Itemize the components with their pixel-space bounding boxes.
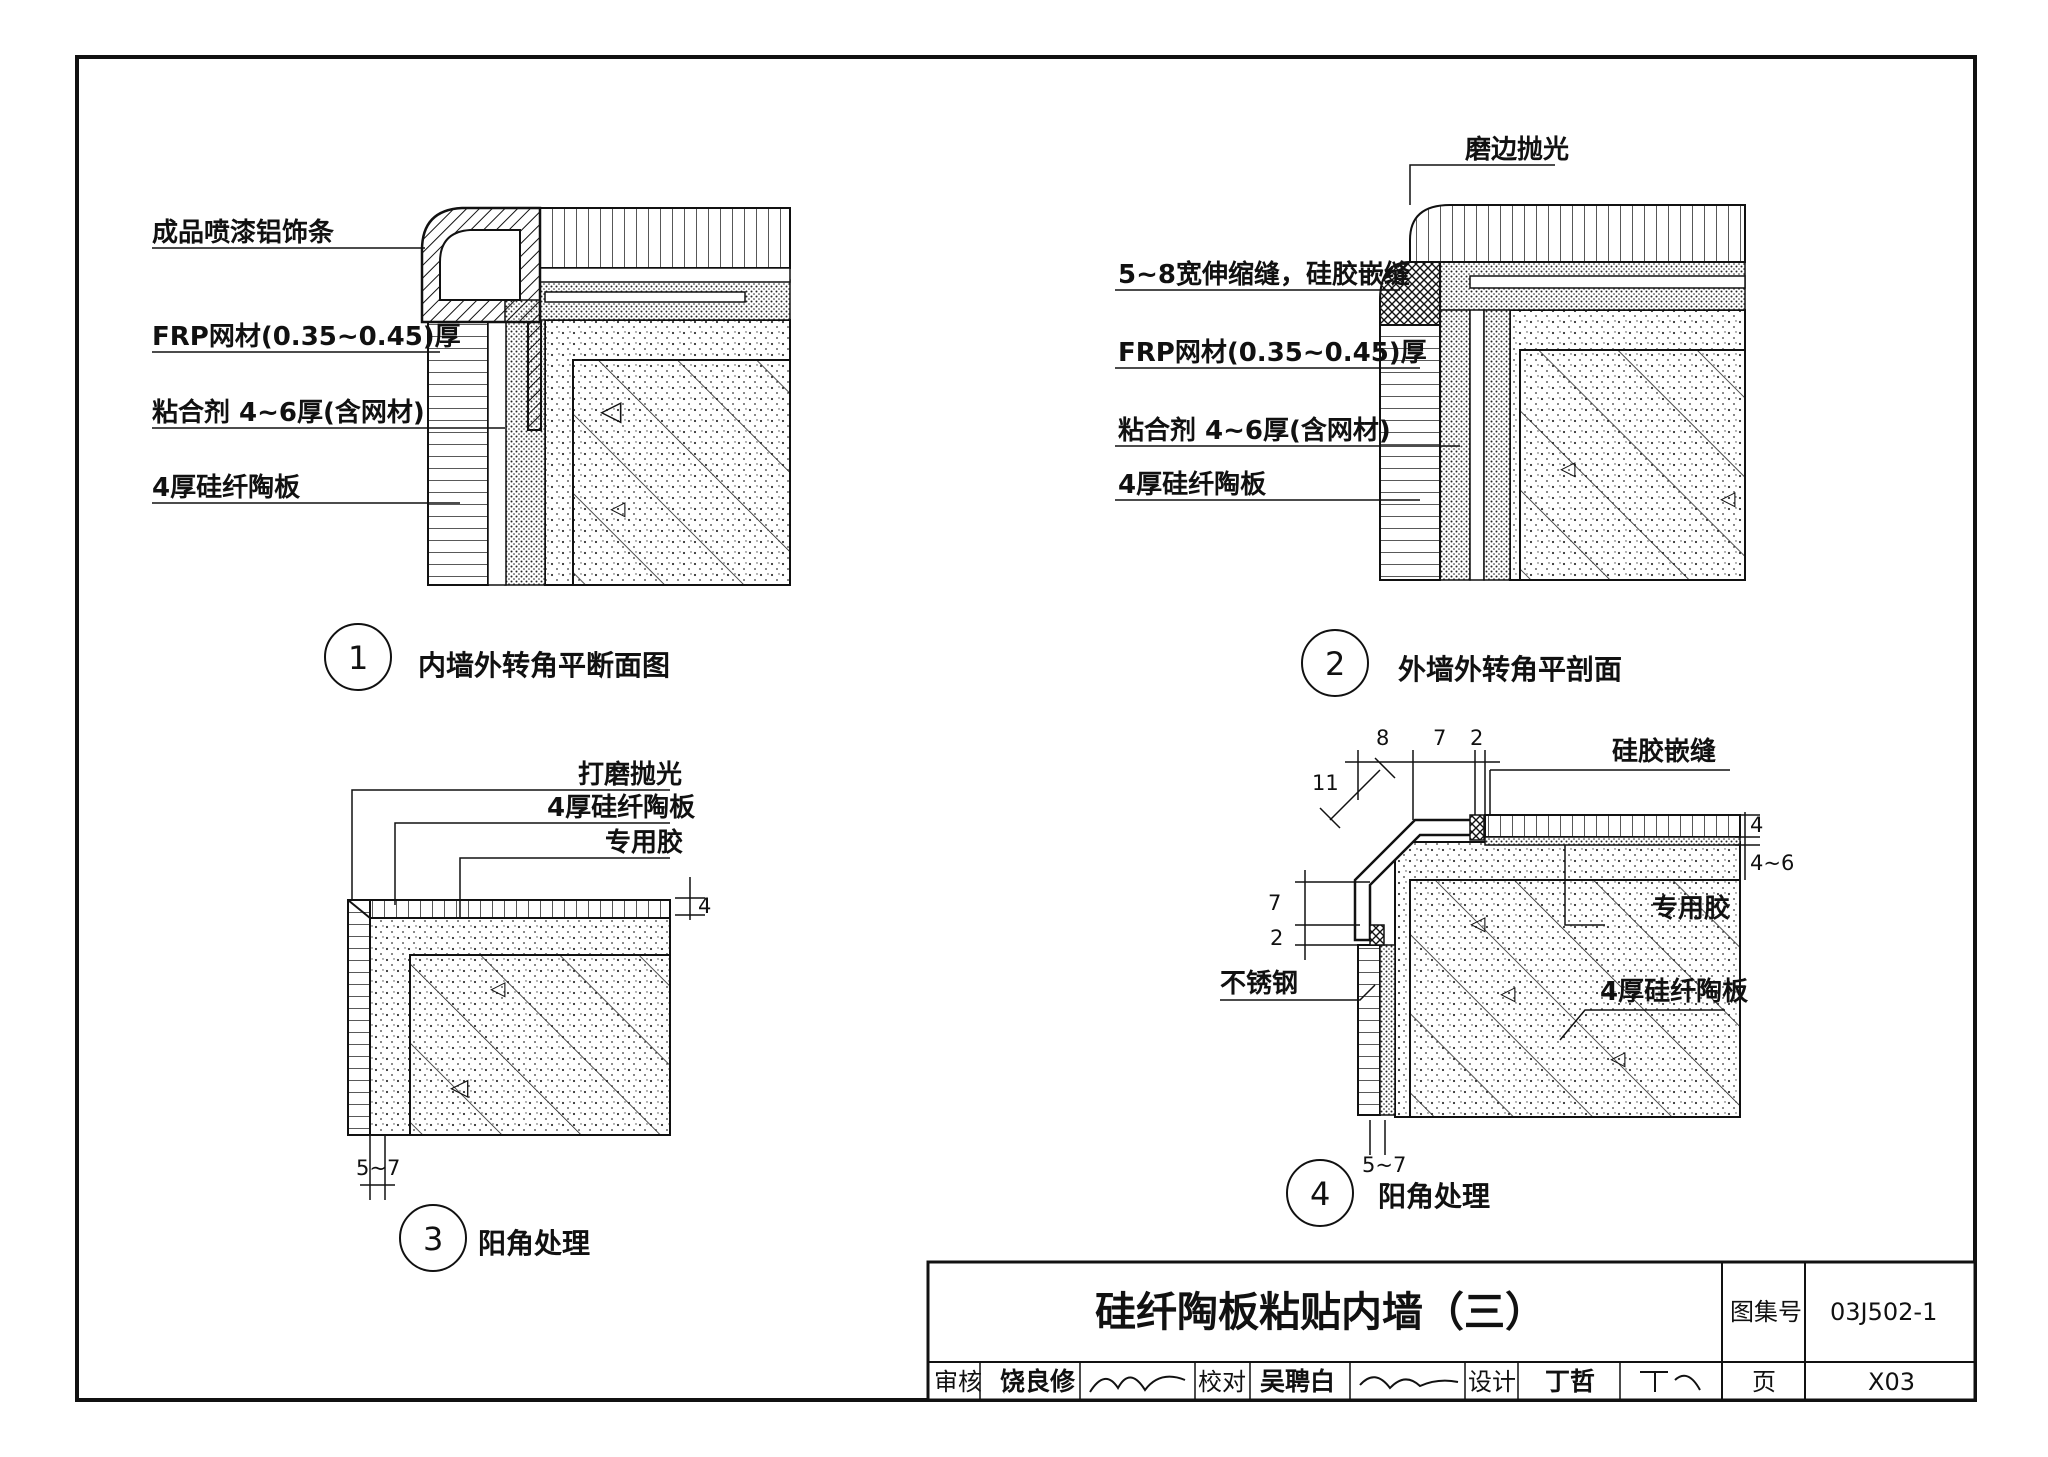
- d2-label-adhesive: 粘合剂 4~6厚(含网材): [1118, 415, 1391, 446]
- svg-text:◁: ◁: [600, 394, 622, 427]
- d4-label-sealant: 硅胶嵌缝: [1612, 736, 1716, 767]
- d1-number-circle: [324, 623, 392, 691]
- d2-label-tile: 4厚硅纤陶板: [1118, 470, 1266, 500]
- detail-4-drawing: ◁ ◁ ◁: [1353, 814, 1741, 1118]
- detail-2: ◁ ◁ 磨边抛光 5~8宽伸缩缝，硅胶嵌缝 FRP网材(0.35~0.45)厚 …: [1115, 135, 1746, 697]
- d4-caption: 阳角处理: [1378, 1180, 1490, 1213]
- review-label: 审核: [934, 1368, 982, 1396]
- detail-1-drawing: ◁ ◁: [420, 206, 791, 586]
- d4-dim-4: 4: [1750, 813, 1763, 837]
- designer-name: 丁哲: [1545, 1367, 1595, 1396]
- d2-caption: 外墙外转角平剖面: [1398, 653, 1622, 686]
- d3-label-polish: 打磨抛光: [578, 760, 682, 790]
- detail-2-drawing: ◁ ◁: [1379, 204, 1746, 581]
- atlas-label: 图集号: [1730, 1298, 1802, 1326]
- d4-dim-5-7: 5~7: [1362, 1153, 1406, 1177]
- d3-dim-5-7: 5~7: [356, 1156, 400, 1180]
- d4-dim-8: 8: [1376, 726, 1389, 750]
- svg-text:◁: ◁: [1559, 456, 1576, 480]
- drawing-title: 硅纤陶板粘贴内墙（三）: [1095, 1288, 1546, 1336]
- detail-1-leaders: [152, 247, 505, 504]
- check-label: 校对: [1198, 1368, 1246, 1396]
- d2-label-joint: 5~8宽伸缩缝，硅胶嵌缝: [1118, 259, 1410, 290]
- d2-number-circle: [1301, 629, 1369, 697]
- d4-number-circle: [1286, 1159, 1354, 1227]
- d4-label-glue: 专用胶: [1652, 893, 1730, 924]
- d4-dim-7a: 7: [1433, 726, 1446, 750]
- d4-label-steel: 不锈钢: [1220, 969, 1298, 999]
- detail-3-leaders: [351, 789, 705, 1200]
- svg-text:◁: ◁: [1719, 486, 1736, 510]
- svg-text:◁: ◁: [450, 1073, 469, 1101]
- d4-number: 4: [1310, 1175, 1330, 1213]
- checker-signature: [1359, 1376, 1459, 1390]
- d3-dim-4: 4: [698, 894, 711, 918]
- detail-4: ◁ ◁ ◁ 8: [1220, 726, 1794, 1227]
- designer-signature: [1640, 1371, 1701, 1392]
- d4-dim-7b: 7: [1268, 891, 1281, 915]
- page-number: X03: [1868, 1368, 1915, 1396]
- d1-label-adhesive: 粘合剂 4~6厚(含网材): [152, 397, 425, 428]
- detail-1: ◁ ◁ 成品喷漆铝饰条 FRP网材(0.35~0.45)厚 粘合剂 4~6厚(含…: [152, 206, 791, 691]
- d3-label-glue: 专用胶: [605, 827, 683, 858]
- svg-text:◁: ◁: [1609, 1046, 1626, 1070]
- atlas-number: 03J502-1: [1830, 1298, 1937, 1326]
- d4-label-tile: 4厚硅纤陶板: [1600, 977, 1748, 1007]
- d2-number: 2: [1325, 645, 1345, 683]
- d4-dim-4-6: 4~6: [1750, 851, 1794, 875]
- d4-dim-2b: 2: [1270, 926, 1283, 950]
- title-block: 硅纤陶板粘贴内墙（三） 图集号 03J502-1 审核 饶良修 校对 吴聘白 设…: [926, 1260, 1977, 1402]
- d3-number-circle: [399, 1204, 467, 1272]
- checker-name: 吴聘白: [1260, 1367, 1335, 1396]
- svg-text:◁: ◁: [1499, 981, 1516, 1005]
- d3-label-tile: 4厚硅纤陶板: [547, 793, 695, 823]
- reviewer-signature: [1089, 1375, 1186, 1393]
- svg-text:◁: ◁: [1469, 911, 1486, 935]
- detail-3-drawing: ◁ ◁: [347, 899, 671, 1136]
- d1-label-trim: 成品喷漆铝饰条: [152, 218, 335, 248]
- d2-label-polish: 磨边抛光: [1465, 135, 1569, 165]
- d1-label-tile: 4厚硅纤陶板: [152, 473, 300, 503]
- d1-label-frp: FRP网材(0.35~0.45)厚: [152, 322, 461, 352]
- detail-4-leaders: [1220, 750, 1760, 1155]
- svg-text:◁: ◁: [489, 976, 506, 1000]
- d2-label-frp: FRP网材(0.35~0.45)厚: [1118, 338, 1427, 368]
- d1-caption: 内墙外转角平断面图: [418, 649, 670, 682]
- d4-dim-2a: 2: [1470, 726, 1483, 750]
- reviewer-name: 饶良修: [1000, 1367, 1076, 1396]
- detail-3: ◁ ◁ 打磨抛光 4厚硅纤陶板 专用胶 4 5~7 3 阳角处理: [347, 760, 711, 1272]
- svg-text:◁: ◁: [609, 496, 626, 520]
- d3-number: 3: [423, 1220, 443, 1258]
- page-label: 页: [1752, 1368, 1776, 1396]
- design-label: 设计: [1468, 1368, 1516, 1396]
- d4-dim-11: 11: [1312, 771, 1339, 795]
- d1-number: 1: [348, 639, 368, 677]
- d3-caption: 阳角处理: [478, 1227, 590, 1260]
- detail-2-leaders: [1115, 164, 1555, 501]
